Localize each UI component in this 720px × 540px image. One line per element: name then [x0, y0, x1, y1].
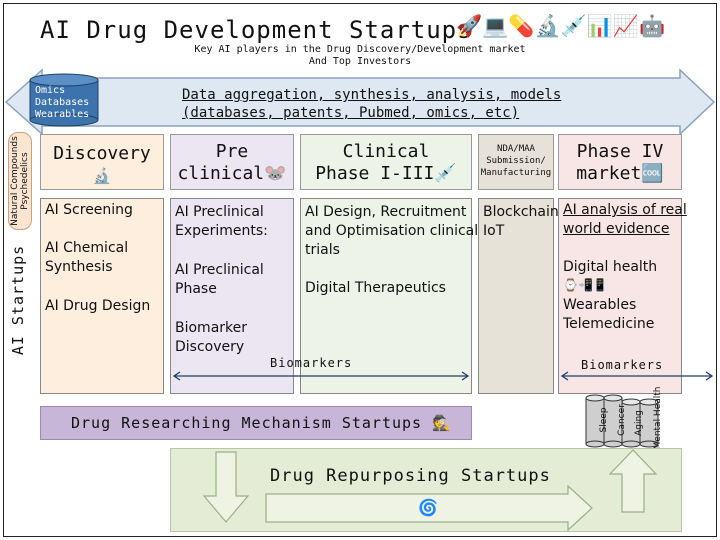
list-item: Telemedicine [563, 316, 655, 332]
device-icons: ⌚📲📱 [563, 278, 608, 292]
list-item: Wearables [563, 297, 637, 313]
list-item: AI Drug Design [45, 298, 151, 314]
phase-clinical: Clinical Phase I-III💉 [300, 134, 472, 190]
diagram-frame [3, 3, 717, 537]
list-item: trials [305, 242, 340, 258]
nda-column: Blockchain IoT [478, 198, 559, 394]
data-cylinder-labels: Omics Databases Wearables [35, 85, 95, 121]
cylinder-omics: Omics [35, 85, 66, 96]
list-item: Blockchain [483, 204, 559, 220]
title-emoji-strip: 🚀💻💊🔬💉📊📈🤖 [456, 14, 666, 38]
list-item: Digital health [563, 259, 658, 275]
list-item: AI Chemical [45, 240, 129, 256]
phase-4-line2: market🆒 [576, 163, 664, 184]
list-item: Phase [175, 281, 217, 297]
list-item: and Optimisation clinical [305, 223, 479, 239]
data-arrow-line-1: Data aggregation, synthesis, analysis, m… [182, 87, 562, 103]
list-item: Biomarker [175, 320, 248, 336]
subtitle: Key AI players in the Drug Discovery/Dev… [150, 44, 570, 68]
phase-nda-line1: NDA/MAA [497, 144, 535, 154]
data-aggregation-text: Data aggregation, synthesis, analysis, m… [182, 86, 561, 122]
phase-nda: NDA/MAA Submission/ Manufacturing [478, 134, 554, 190]
data-arrow-line-2: (databases, patents, Pubmed, omics, etc) [182, 105, 520, 121]
spiral-icon: 🌀 [418, 498, 438, 517]
natural-compounds-bar [8, 132, 32, 230]
list-item: AI Preclinical [175, 204, 264, 220]
phase-preclinical: Pre clinical🐭 [170, 134, 294, 190]
list-item: AI Screening [45, 202, 133, 218]
list-item: AI Preclinical [175, 262, 264, 278]
phase-4-market: Phase IV market🆒 [558, 134, 682, 190]
preclinical-column: AI Preclinical Experiments: AI Preclinic… [170, 198, 294, 394]
list-item: AI Design, Recruitment [305, 204, 467, 220]
phase-preclinical-line1: Pre [215, 141, 249, 162]
list-item: Discovery [175, 339, 245, 355]
data-cylinder [29, 73, 99, 127]
biomarkers-label: Biomarkers [270, 356, 353, 370]
list-item: IoT [483, 223, 505, 239]
clinical-column: AI Design, Recruitment and Optimisation … [300, 198, 478, 394]
mechanism-startups-bar: Drug Researching Mechanism Startups 🕵️ [40, 406, 472, 440]
biomarkers-label-right: Biomarkers [581, 358, 664, 372]
list-item: Digital Therapeutics [305, 280, 446, 296]
cylinder-wearables: Wearables [35, 109, 90, 120]
list-item: Experiments: [175, 223, 268, 239]
list-item: AI analysis of real [563, 202, 687, 218]
subtitle-line-2: And Top Investors [308, 56, 412, 67]
phase-clinical-line2: Phase I-III💉 [315, 163, 457, 184]
disease-cylinders [585, 394, 659, 448]
phase-discovery-label: Discovery [53, 143, 151, 164]
phase-nda-line2: Submission/ [486, 156, 546, 166]
subtitle-line-1: Key AI players in the Drug Discovery/Dev… [194, 44, 526, 55]
phase-nda-line3: Manufacturing [480, 168, 552, 178]
phase-clinical-line1: Clinical [342, 141, 430, 162]
microscope-icon: 🔬 [92, 167, 112, 185]
phase-4-column: AI analysis of real world evidence Digit… [558, 198, 687, 394]
list-item: Synthesis [45, 259, 113, 275]
page-title: AI Drug Development Startups [40, 16, 473, 44]
phase-preclinical-line2: clinical🐭 [177, 163, 287, 184]
cylinder-databases: Databases [35, 97, 90, 108]
phase-discovery: Discovery 🔬 [40, 134, 164, 190]
list-item: world evidence [563, 221, 670, 237]
drug-repurposing-label: Drug Repurposing Startups [270, 466, 551, 486]
phase-4-line1: Phase IV [576, 141, 664, 162]
discovery-column: AI Screening AI Chemical Synthesis AI Dr… [40, 198, 164, 394]
